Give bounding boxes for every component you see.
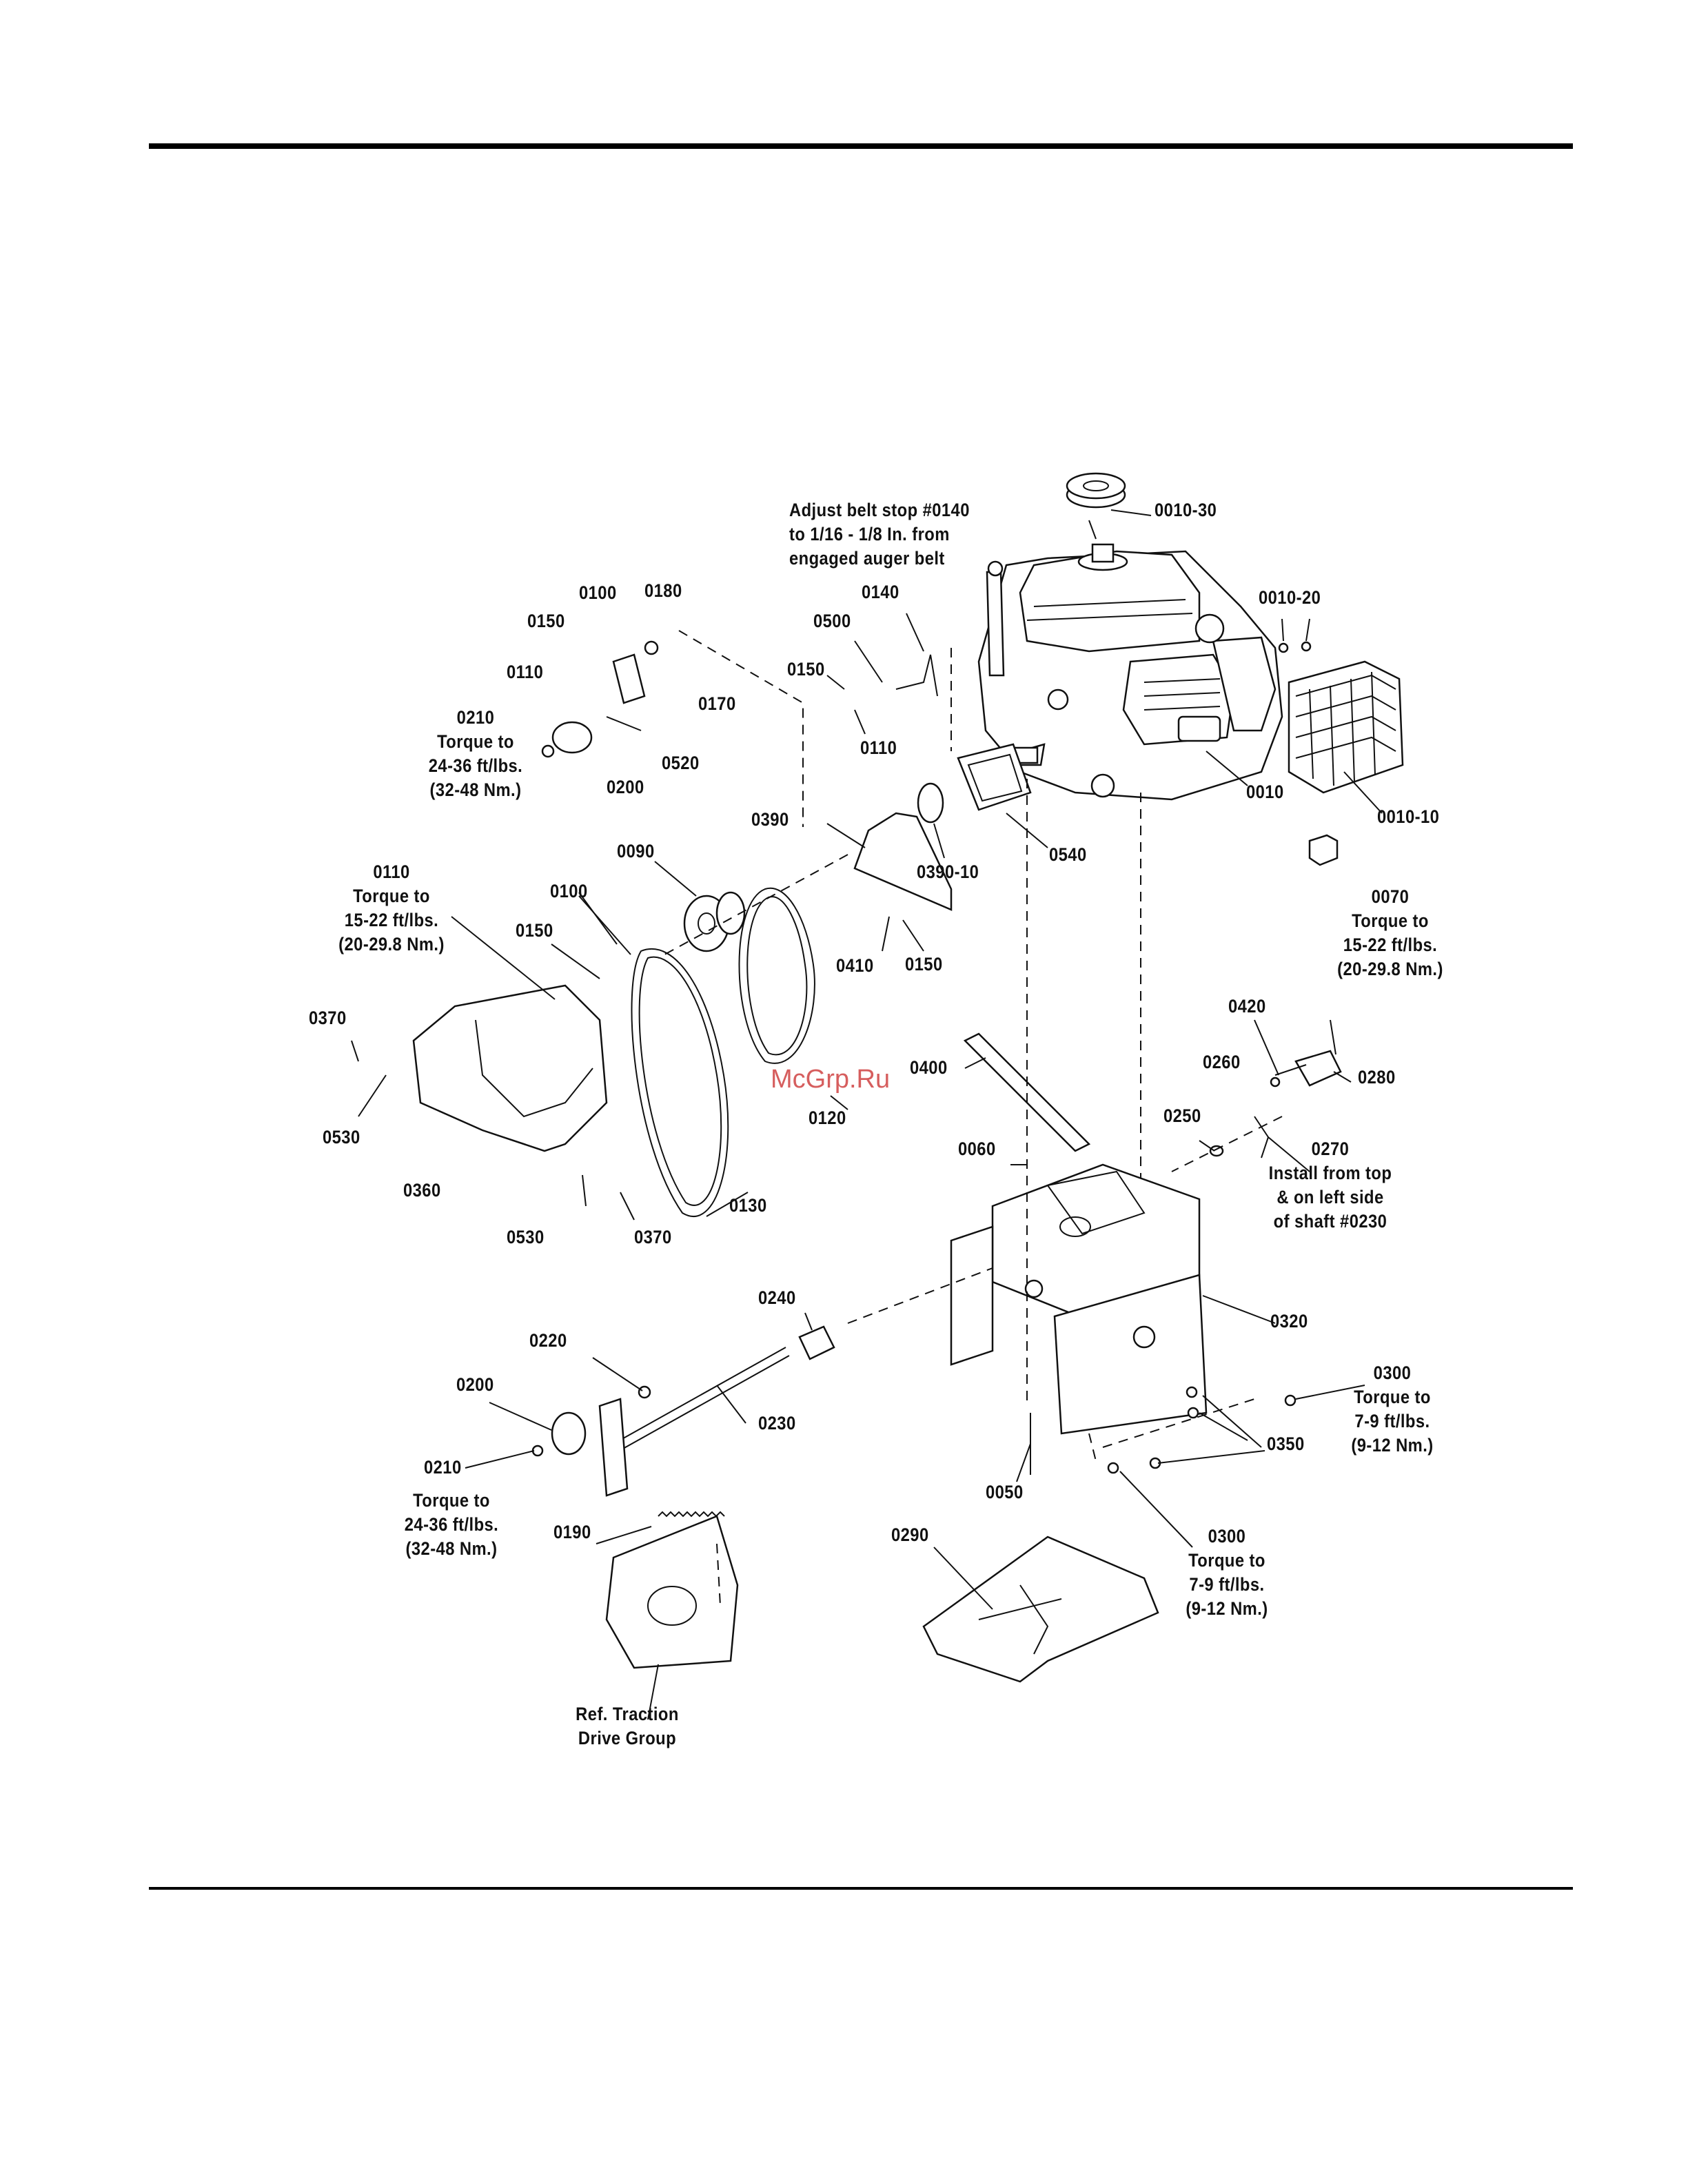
callout-0180: 0180 bbox=[644, 580, 682, 601]
callout-0200-lower: 0200 bbox=[456, 1374, 494, 1395]
ref-traction-drive-group: Ref. Traction Drive Group bbox=[576, 1704, 679, 1748]
idler-pulley-lower bbox=[551, 1411, 587, 1456]
callout-0230: 0230 bbox=[758, 1413, 796, 1433]
engine-pulley bbox=[683, 891, 746, 952]
callout-0390-10: 0390-10 bbox=[917, 861, 979, 882]
callout-0170: 0170 bbox=[698, 693, 736, 714]
belt-cover bbox=[412, 984, 608, 1152]
callout-0150-right: 0150 bbox=[905, 954, 943, 974]
bottom-cover bbox=[922, 1535, 1159, 1683]
callout-0050: 0050 bbox=[986, 1482, 1024, 1502]
callout-0300-lower-torque: 0300 Torque to 7-9 ft/lbs. (9-12 Nm.) bbox=[1186, 1526, 1268, 1619]
callout-0010-10: 0010-10 bbox=[1377, 806, 1440, 827]
callout-0010: 0010 bbox=[1246, 782, 1284, 802]
callout-0420: 0420 bbox=[1228, 996, 1266, 1017]
callout-0210-lower: 0210 bbox=[424, 1457, 462, 1478]
callout-0120: 0120 bbox=[809, 1108, 846, 1128]
spacer-0240 bbox=[798, 1325, 835, 1360]
callout-0370-left: 0370 bbox=[309, 1008, 347, 1028]
callout-0270-install-note: 0270 Install from top & on left side of … bbox=[1268, 1139, 1392, 1232]
cross-shaft bbox=[613, 1347, 790, 1453]
bottom-rule bbox=[149, 1887, 1573, 1890]
spring-0190 bbox=[658, 1511, 725, 1518]
muffler-guard bbox=[1278, 641, 1404, 794]
frame-housing bbox=[950, 1163, 1208, 1435]
callout-0130: 0130 bbox=[729, 1195, 767, 1216]
callout-0250: 0250 bbox=[1163, 1105, 1201, 1126]
callout-0350: 0350 bbox=[1267, 1433, 1305, 1454]
callout-0200-top: 0200 bbox=[607, 777, 644, 797]
callout-0260: 0260 bbox=[1203, 1052, 1241, 1072]
traction-drive-reference bbox=[605, 1515, 739, 1669]
callout-0010-30: 0010-30 bbox=[1155, 500, 1217, 520]
belt-0130 bbox=[631, 948, 729, 1217]
callout-0070-torque: 0070 Torque to 15-22 ft/lbs. (20-29.8 Nm… bbox=[1337, 886, 1443, 979]
callout-0150-mid: 0150 bbox=[516, 920, 553, 941]
callout-0500: 0500 bbox=[813, 611, 851, 631]
callout-0150-top-left: 0150 bbox=[527, 611, 565, 631]
drain-plug bbox=[1308, 834, 1339, 866]
washer-0390-10 bbox=[917, 782, 944, 824]
callout-0540: 0540 bbox=[1049, 844, 1087, 865]
lower-idler-bracket bbox=[598, 1398, 629, 1497]
callout-0320: 0320 bbox=[1270, 1311, 1308, 1331]
callout-0100-mid: 0100 bbox=[550, 881, 588, 901]
callout-0100-top: 0100 bbox=[579, 582, 617, 603]
torque-0210-lower: Torque to 24-36 ft/lbs. (32-48 Nm.) bbox=[404, 1490, 499, 1559]
hinge-bracket bbox=[1294, 1050, 1342, 1087]
drive-rod bbox=[963, 1032, 1091, 1152]
callout-0110-top-left: 0110 bbox=[507, 662, 544, 682]
belt-guide bbox=[853, 812, 953, 911]
callout-0090: 0090 bbox=[617, 841, 655, 861]
callout-0240: 0240 bbox=[758, 1287, 796, 1308]
callout-0410: 0410 bbox=[836, 955, 874, 976]
callout-0010-20: 0010-20 bbox=[1259, 587, 1321, 608]
callout-0140: 0140 bbox=[862, 582, 899, 602]
callout-0530-left: 0530 bbox=[323, 1127, 360, 1147]
callout-0220: 0220 bbox=[529, 1330, 567, 1351]
callout-0110-mid-torque: 0110 Torque to 15-22 ft/lbs. (20-29.8 Nm… bbox=[338, 861, 445, 955]
belt-0120 bbox=[738, 887, 815, 1064]
callout-0110-top-right: 0110 bbox=[860, 737, 897, 758]
callout-0060: 0060 bbox=[958, 1139, 996, 1159]
callout-0520: 0520 bbox=[662, 753, 700, 773]
callout-0370-bottom: 0370 bbox=[634, 1227, 672, 1247]
callout-0190: 0190 bbox=[553, 1522, 591, 1542]
callout-0150-top-right: 0150 bbox=[787, 659, 825, 680]
fuel-cap bbox=[1066, 472, 1126, 509]
watermark: McGrp.Ru bbox=[771, 1065, 891, 1094]
top-rule bbox=[149, 143, 1573, 149]
callout-0280: 0280 bbox=[1358, 1067, 1396, 1088]
callout-0210-top-torque: 0210 Torque to 24-36 ft/lbs. (32-48 Nm.) bbox=[428, 707, 523, 800]
callout-0290: 0290 bbox=[891, 1524, 929, 1545]
callout-0530-bottom: 0530 bbox=[507, 1227, 545, 1247]
callout-0400: 0400 bbox=[910, 1057, 948, 1078]
callout-0390: 0390 bbox=[751, 809, 789, 830]
idler-pulley-top bbox=[551, 721, 593, 754]
note-adjust-belt-stop: Adjust belt stop #0140 to 1/16 - 1/8 In.… bbox=[789, 500, 970, 569]
callout-0300-right-torque: 0300 Torque to 7-9 ft/lbs. (9-12 Nm.) bbox=[1351, 1363, 1434, 1456]
callout-0360: 0360 bbox=[403, 1180, 441, 1201]
engine-assembly bbox=[977, 543, 1283, 801]
